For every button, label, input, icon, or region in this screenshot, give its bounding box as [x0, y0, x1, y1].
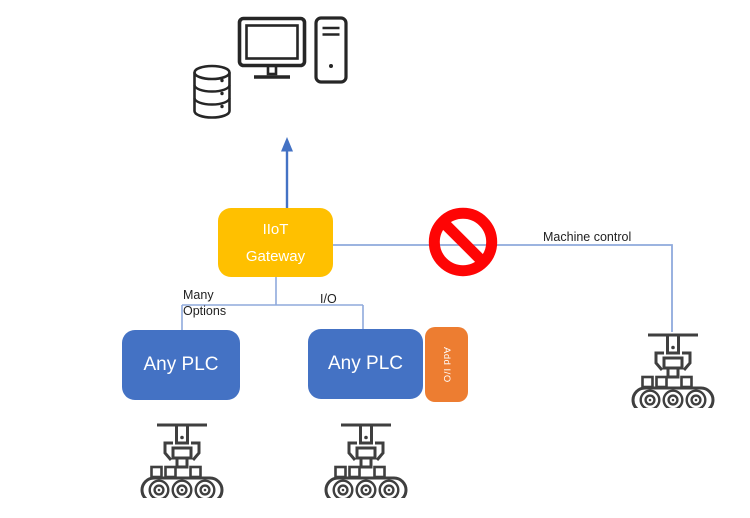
plc-left-label: Any PLC: [143, 354, 219, 375]
many-options-label-line1: Many: [183, 288, 214, 302]
no-entry-icon: [428, 207, 498, 277]
gateway-plc-connector: [181, 277, 364, 330]
many-options-label: Many Options: [183, 287, 226, 319]
machine-control-label: Machine control: [543, 230, 632, 244]
plc-right-node: Any PLC: [308, 329, 423, 399]
robot-conveyor-icon-middle: [324, 420, 408, 498]
plc-left-node: Any PLC: [122, 330, 240, 400]
gateway-to-server-arrow-head: [281, 137, 293, 152]
machine-control-connector: [332, 244, 673, 332]
pc-tower-icon: [314, 16, 348, 84]
add-io-label: Add I/O: [441, 346, 452, 383]
plc-right-label: Any PLC: [328, 353, 403, 374]
robot-conveyor-icon-right: [631, 330, 715, 408]
gateway-label-line1: IIoT: [262, 220, 289, 238]
many-options-label-line2: Options: [183, 304, 227, 318]
gateway-label-line2: Gateway: [245, 247, 306, 265]
database-icon: [193, 64, 231, 119]
robot-conveyor-icon-left: [140, 420, 224, 498]
add-io-node: Add I/O: [425, 327, 468, 402]
io-label: I/O: [320, 292, 337, 306]
monitor-icon: [237, 16, 307, 79]
iiot-gateway-node: IIoT Gateway: [218, 208, 333, 277]
